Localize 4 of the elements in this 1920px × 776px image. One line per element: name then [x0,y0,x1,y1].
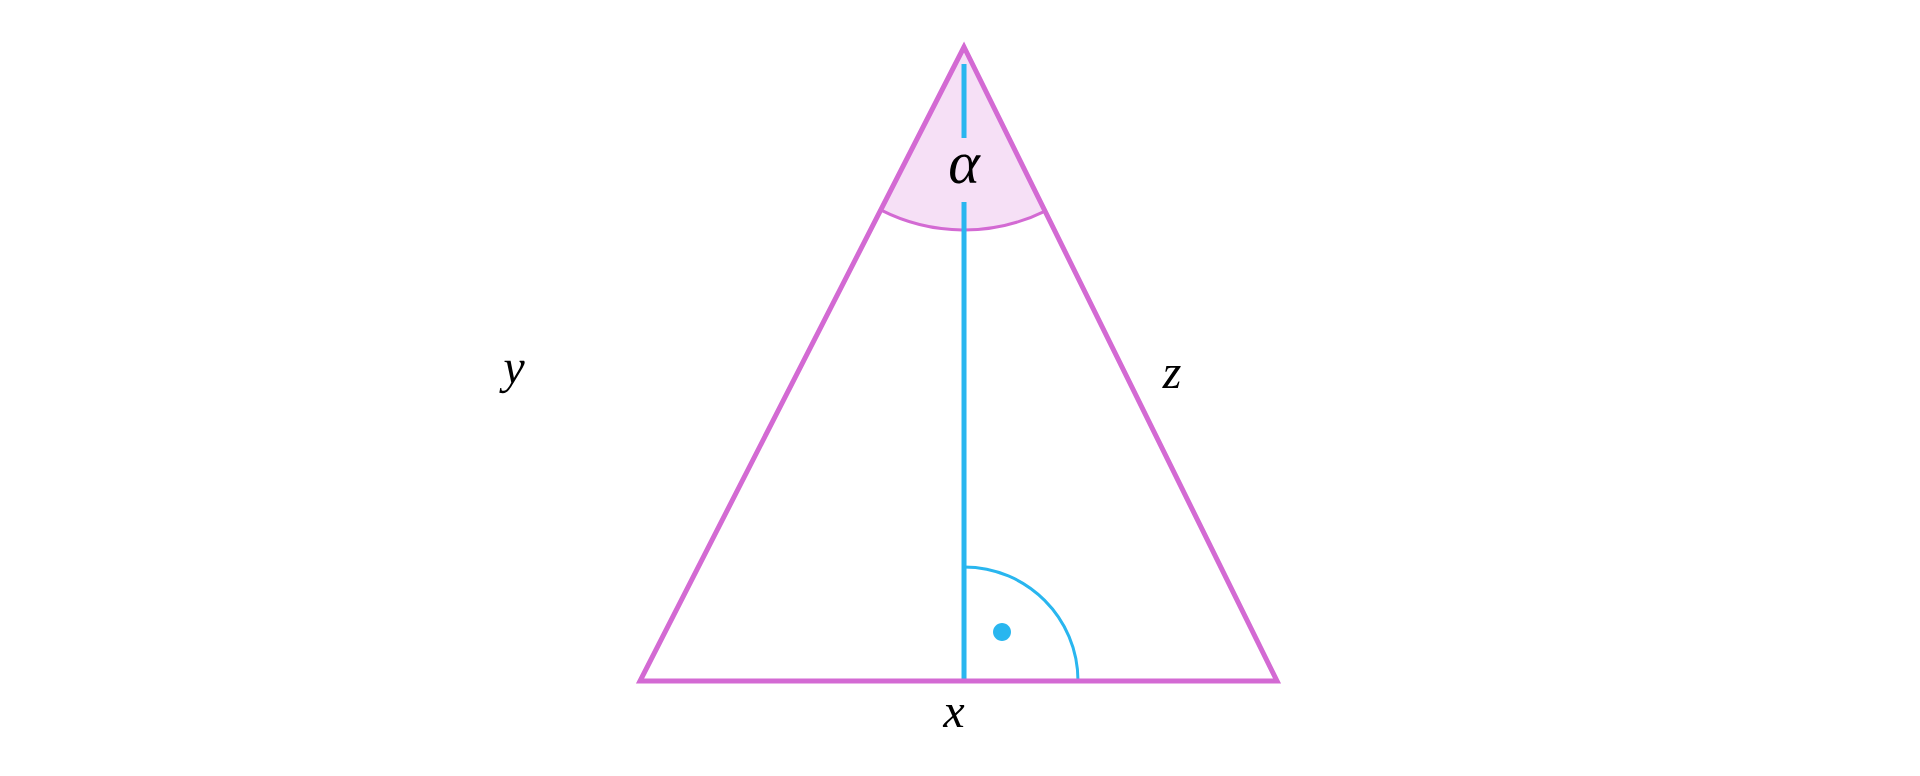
side-label: α [950,154,981,184]
side-label: y [499,360,525,394]
side-label: z [1162,366,1181,388]
side-label: x [942,705,965,727]
